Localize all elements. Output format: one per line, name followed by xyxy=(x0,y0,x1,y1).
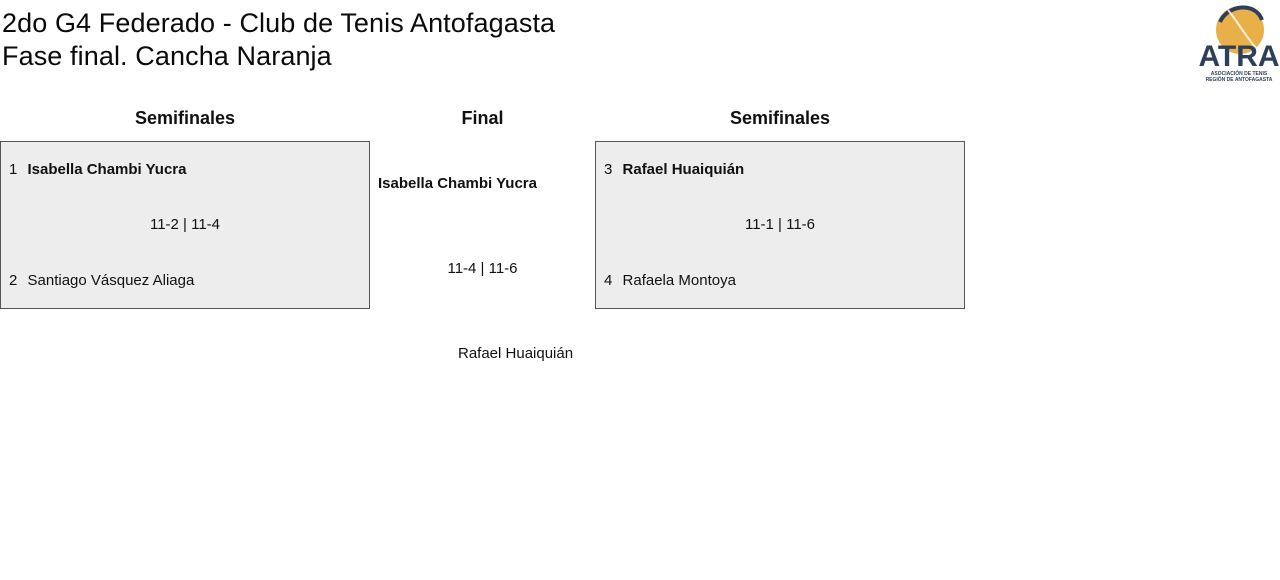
player-row-seed-4: 4 Rafaela Montoya xyxy=(604,272,736,289)
player-name: Rafael Huaiquián xyxy=(622,161,745,178)
seed-number: 4 xyxy=(604,272,613,289)
logo-subtext-2: REGIÓN DE ANTOFAGASTA xyxy=(1206,75,1273,83)
semifinal-match-left: 1 Isabella Chambi Yucra 11-2 | 11-4 2 Sa… xyxy=(0,141,370,309)
semifinal-match-right: 3 Rafael Huaiquián 11-1 | 11-6 4 Rafaela… xyxy=(595,141,965,309)
final-header: Final xyxy=(461,108,504,128)
player-name: Santiago Vásquez Aliaga xyxy=(27,272,195,289)
player-row-seed-3: 3 Rafael Huaiquián xyxy=(604,161,744,178)
semifinals-left-header: Semifinales xyxy=(134,108,236,128)
final-score: 11-4 | 11-6 xyxy=(447,260,518,277)
logo-text: ATRA xyxy=(1198,40,1279,73)
player-name: Rafaela Montoya xyxy=(622,272,736,289)
final-winner: Isabella Chambi Yucra xyxy=(378,175,537,192)
logo-subtext-1: ASOCIACIÓN DE TENIS xyxy=(1211,69,1268,77)
match-score: 11-1 | 11-6 xyxy=(744,216,816,233)
player-row-seed-2: 2 Santiago Vásquez Aliaga xyxy=(9,272,194,289)
player-name: Isabella Chambi Yucra xyxy=(27,161,187,178)
player-row-seed-1: 1 Isabella Chambi Yucra xyxy=(9,161,186,178)
seed-number: 3 xyxy=(604,161,613,178)
seed-number: 2 xyxy=(9,272,18,289)
match-score: 11-2 | 11-4 xyxy=(149,216,221,233)
page-subtitle: Fase final. Cancha Naranja xyxy=(2,41,332,71)
atra-logo: ATRA ASOCIACIÓN DE TENIS REGIÓN DE ANTOF… xyxy=(1198,5,1280,83)
page-title: 2do G4 Federado - Club de Tenis Antofaga… xyxy=(2,8,556,38)
semifinals-right-header: Semifinales xyxy=(729,108,831,128)
final-runner-up: Rafael Huaiquián xyxy=(458,345,574,362)
seed-number: 1 xyxy=(9,161,18,178)
